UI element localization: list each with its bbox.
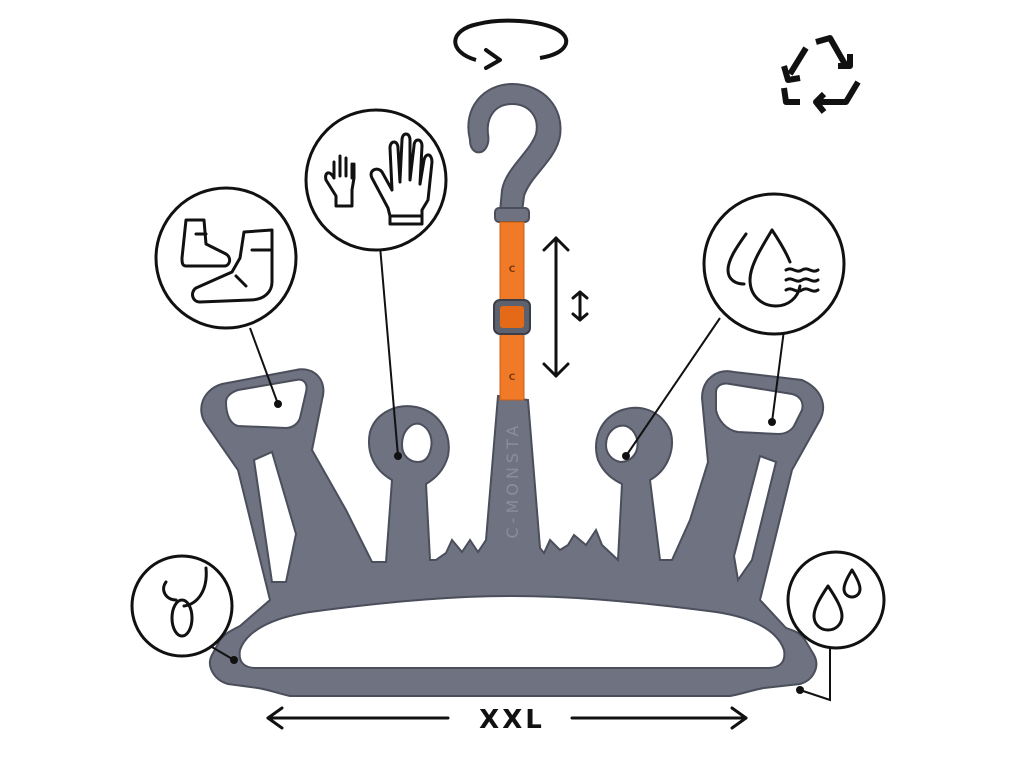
horizontal-width-arrow-icon xyxy=(266,706,748,730)
size-label: XXL xyxy=(479,705,545,735)
strap-clip-callout xyxy=(130,554,238,664)
boots-callout xyxy=(154,186,298,408)
drip-icon xyxy=(812,568,862,632)
brand-emboss: C-MONSTA xyxy=(503,422,522,539)
hook-base xyxy=(494,207,530,223)
rotate-360-icon xyxy=(453,18,569,70)
recycle-icon xyxy=(781,35,861,114)
hook-shape xyxy=(467,82,562,213)
vertical-adjust-arrow-icon xyxy=(542,236,589,378)
drying-circle xyxy=(702,192,846,336)
gloves-callout xyxy=(304,108,448,460)
strap-mark-upper: C xyxy=(509,265,516,275)
brand-text: C-MONSTA xyxy=(503,422,522,539)
strap-clip-circle xyxy=(130,554,234,658)
strap-buckle-orange xyxy=(500,306,524,328)
hook xyxy=(467,82,562,223)
water-drops-icon xyxy=(726,228,820,308)
drying-callout xyxy=(622,192,846,460)
drip-callout xyxy=(786,550,886,702)
adjustable-strap: C C xyxy=(493,221,531,401)
strap-lower xyxy=(499,329,525,401)
strap-loop-icon xyxy=(162,566,208,638)
strap-upper xyxy=(499,221,525,305)
boots-icon xyxy=(180,218,274,304)
strap-mark-lower: C xyxy=(509,373,516,383)
hanger-body xyxy=(200,368,825,697)
gloves-icon xyxy=(324,132,434,226)
boots-circle xyxy=(154,186,298,330)
